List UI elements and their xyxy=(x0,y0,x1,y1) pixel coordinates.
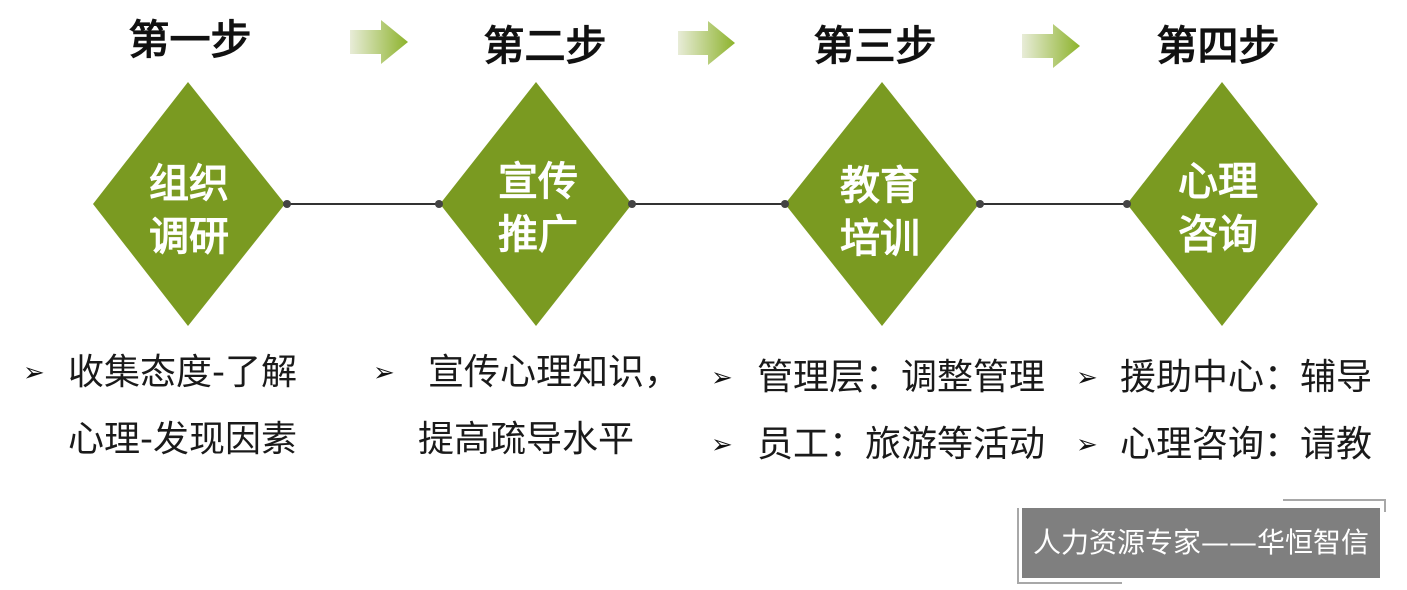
bullet-arrow-icon: ➢ xyxy=(23,358,45,388)
diamond-label-line: 教育 xyxy=(840,163,920,209)
step-4-diamond-label: 心理 咨询 xyxy=(1138,156,1298,262)
bullet-text: 援助中心：辅导 xyxy=(1120,357,1373,398)
connector-dot xyxy=(435,200,443,208)
footer-brand-label: 人力资源专家——华恒智信 xyxy=(1022,508,1380,578)
diamond-label-line: 宣传 xyxy=(498,159,578,205)
footer-frame-line xyxy=(1017,508,1019,584)
footer-frame-line xyxy=(1017,582,1122,584)
step-4-diamond xyxy=(1127,82,1318,326)
step-1-diamond xyxy=(93,82,285,326)
diamond-label-line: 培训 xyxy=(840,216,920,262)
diamond-label-line: 调研 xyxy=(149,214,229,260)
bullet-arrow-icon: ➢ xyxy=(373,358,395,388)
step-3-diamond-label: 教育 培训 xyxy=(800,160,960,266)
connector-dot xyxy=(976,200,984,208)
bullet-text: 提高疏导水平 xyxy=(418,419,635,460)
bullet-text: 管理层：调整管理 xyxy=(757,357,1046,398)
diamond-label-line: 组织 xyxy=(149,161,229,207)
step-2-diamond-label: 宣传 推广 xyxy=(458,156,618,262)
step-1-diamond-label: 组织 调研 xyxy=(109,158,269,264)
bullet-text: 员工：旅游等活动 xyxy=(757,424,1046,465)
step-1-header: 第一步 xyxy=(128,16,252,64)
bullet-text: 心理-发现因素 xyxy=(68,419,297,460)
step-4-header: 第四步 xyxy=(1156,22,1280,70)
step-arrow-icon xyxy=(1022,24,1080,68)
connector-dot xyxy=(283,200,291,208)
bullet-text: 心理咨询：请教 xyxy=(1120,424,1373,465)
bullet-arrow-icon: ➢ xyxy=(1076,430,1098,460)
diamond-label-line: 心理 xyxy=(1178,159,1258,205)
diamond-label-line: 推广 xyxy=(498,212,578,258)
connector-dot xyxy=(628,200,636,208)
step-arrow-icon xyxy=(350,20,408,64)
step-3-diamond xyxy=(785,82,979,326)
diamond-label-line: 咨询 xyxy=(1178,212,1258,258)
bullet-text: 收集态度-了解 xyxy=(68,352,297,393)
bullet-arrow-icon: ➢ xyxy=(1076,363,1098,393)
bullet-text: 宣传心理知识， xyxy=(428,352,681,393)
connector-dot xyxy=(781,200,789,208)
bullet-arrow-icon: ➢ xyxy=(711,363,733,393)
bullet-arrow-icon: ➢ xyxy=(711,430,733,460)
step-2-header: 第二步 xyxy=(483,22,607,70)
step-2-diamond xyxy=(440,82,632,326)
step-3-header: 第三步 xyxy=(813,22,937,70)
footer-frame-line xyxy=(1384,499,1386,512)
connector-dot xyxy=(1123,200,1131,208)
footer-frame-line xyxy=(1283,499,1386,501)
step-arrow-icon xyxy=(678,21,735,65)
